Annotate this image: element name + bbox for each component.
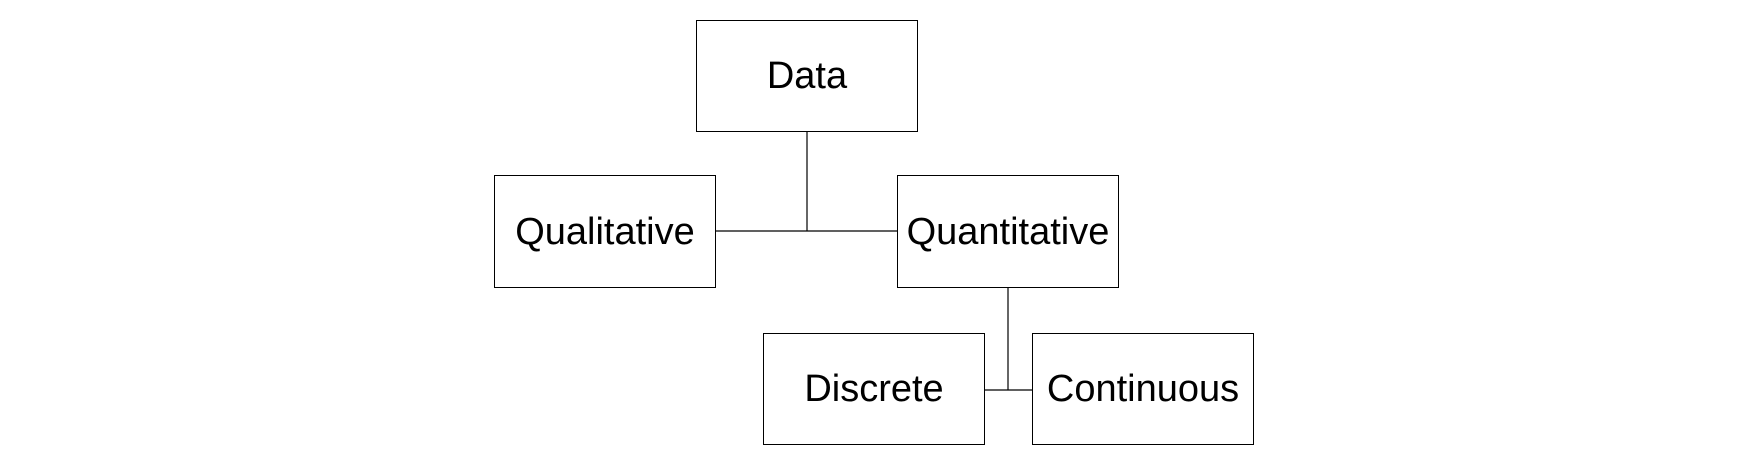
node-label: Discrete — [804, 368, 944, 410]
node-qualitative: Qualitative — [494, 175, 716, 288]
node-label: Continuous — [1046, 368, 1240, 410]
node-discrete: Discrete — [763, 333, 985, 445]
node-continuous: Continuous — [1032, 333, 1254, 445]
node-label: Data — [766, 55, 848, 97]
node-quantitative: Quantitative — [897, 175, 1119, 288]
node-label: Quantitative — [906, 210, 1110, 253]
node-label: Qualitative — [515, 210, 695, 253]
node-data: Data — [696, 20, 918, 132]
